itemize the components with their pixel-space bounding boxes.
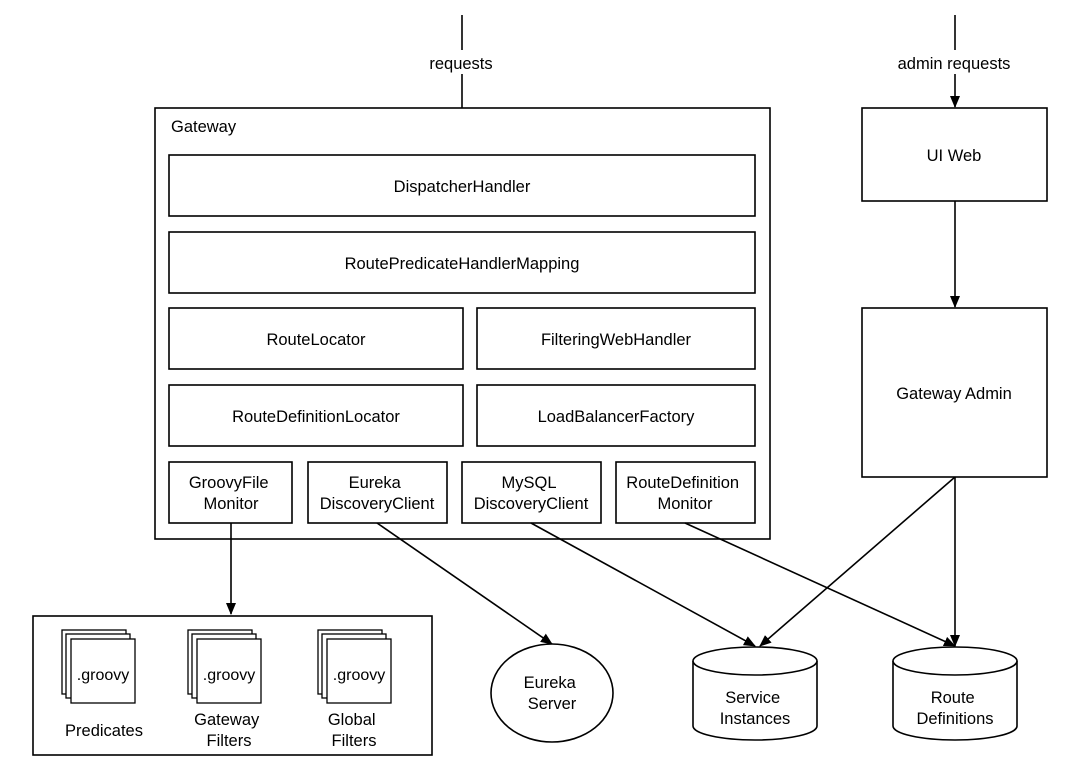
gateway-filters-groovy-text: .groovy xyxy=(203,667,255,684)
route-locator-box xyxy=(168,307,464,370)
groovy-file-monitor-box xyxy=(168,461,293,524)
load-balancer-factory-label: LoadBalancerFactory xyxy=(538,408,696,426)
route-definition-monitor-label: RouteDefinition Monitor xyxy=(626,474,743,513)
eureka-server-label: Eureka Server xyxy=(524,674,581,713)
mysql-discovery-client-box xyxy=(461,461,602,524)
route-monitor-to-definitions-arrow xyxy=(684,522,956,647)
route-locator-label: RouteLocator xyxy=(266,331,366,349)
service-instances-label: Service Instances xyxy=(720,689,791,728)
global-filters-groovy-doc: .groovy xyxy=(317,629,392,704)
eureka-server-ellipse xyxy=(490,643,614,743)
service-instances-database xyxy=(692,646,818,741)
route-definition-monitor-box xyxy=(615,461,756,524)
requests-label: requests xyxy=(429,55,492,73)
predicates-groovy-doc: .groovy xyxy=(61,629,136,704)
filtering-web-handler-label: FilteringWebHandler xyxy=(541,331,692,349)
predicates-label: Predicates xyxy=(65,722,143,740)
route-definitions-database xyxy=(892,646,1018,741)
ui-web-label: UI Web xyxy=(927,147,982,165)
global-filters-groovy-text: .groovy xyxy=(333,667,385,684)
predicates-groovy-text: .groovy xyxy=(77,667,129,684)
admin-to-instances-arrow xyxy=(759,476,956,647)
eureka-discovery-client-label: Eureka DiscoveryClient xyxy=(320,474,435,513)
dispatcher-handler-label: DispatcherHandler xyxy=(394,178,531,196)
route-definitions-label: Route Definitions xyxy=(916,689,993,728)
gateway-title: Gateway xyxy=(171,118,237,136)
eureka-client-to-server-arrow xyxy=(376,522,553,645)
ui-web-box xyxy=(861,107,1048,202)
dispatcher-handler-box xyxy=(168,154,756,217)
route-predicate-handler-mapping-label: RoutePredicateHandlerMapping xyxy=(345,255,580,273)
mysql-discovery-client-label: MySQL DiscoveryClient xyxy=(474,474,589,513)
load-balancer-factory-box xyxy=(476,384,756,447)
gateway-filters-label: Gateway Filters xyxy=(194,711,264,750)
mysql-client-to-instances-arrow xyxy=(530,522,756,647)
route-definition-locator-box xyxy=(168,384,464,447)
gateway-admin-label: Gateway Admin xyxy=(896,385,1012,403)
gateway-filters-groovy-doc: .groovy xyxy=(187,629,262,704)
admin-requests-label: admin requests xyxy=(898,55,1011,73)
requests-label-bg xyxy=(420,50,502,74)
global-filters-label: Global Filters xyxy=(328,711,380,750)
filtering-web-handler-box xyxy=(476,307,756,370)
gateway-admin-box xyxy=(861,307,1048,478)
eureka-discovery-client-box xyxy=(307,461,448,524)
route-predicate-handler-mapping-box xyxy=(168,231,756,294)
groovy-file-monitor-label: GroovyFile Monitor xyxy=(189,474,273,513)
route-definition-locator-label: RouteDefinitionLocator xyxy=(232,408,400,426)
admin-requests-label-bg xyxy=(886,50,1022,74)
